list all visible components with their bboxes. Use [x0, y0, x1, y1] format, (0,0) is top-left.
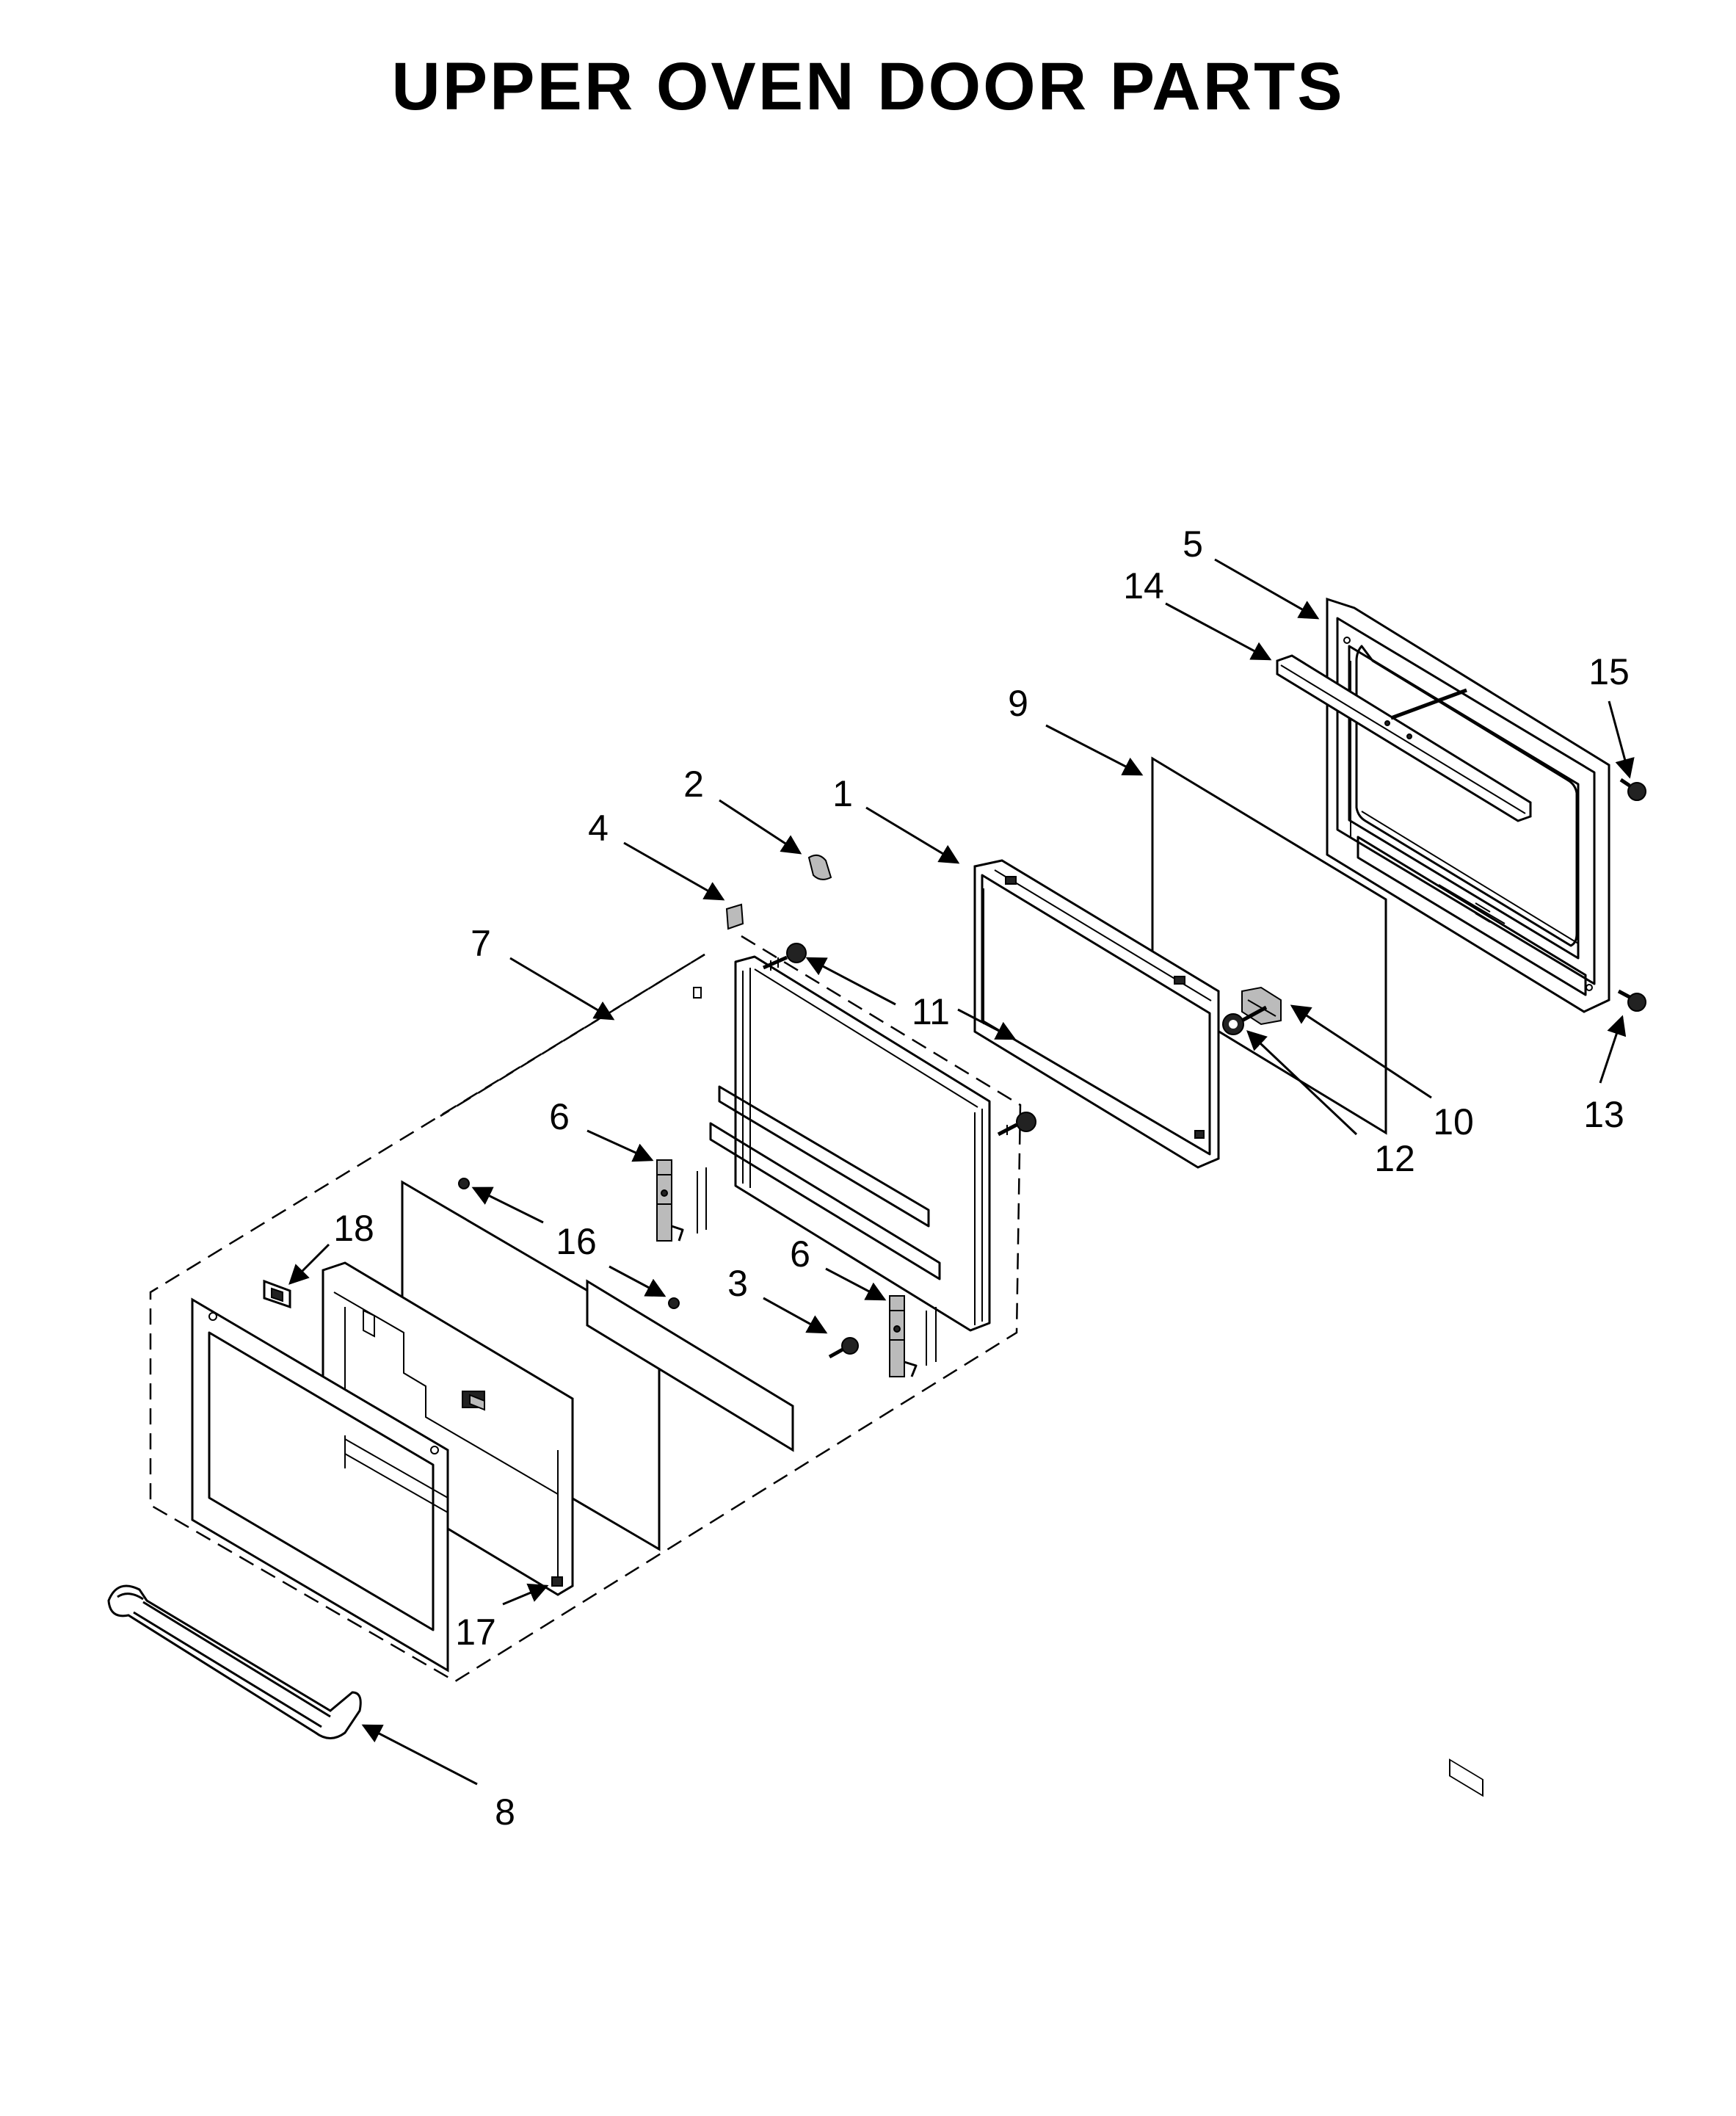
screw-11-upper	[762, 943, 807, 971]
door-handle	[107, 1584, 362, 1739]
callout-15: 15	[1588, 651, 1630, 692]
callout-2: 2	[683, 764, 704, 805]
callout-16: 16	[556, 1221, 597, 1262]
spacer-16-a	[458, 1178, 470, 1189]
callout-3: 3	[727, 1263, 748, 1304]
screw-13	[1617, 989, 1646, 1012]
callout-6-lower: 6	[790, 1233, 810, 1275]
callout-17: 17	[455, 1612, 496, 1653]
callout-6-upper: 6	[549, 1096, 570, 1137]
callout-4: 4	[588, 808, 609, 849]
clip-17	[551, 1576, 563, 1587]
callout-10: 10	[1433, 1101, 1474, 1142]
badge-18	[263, 1279, 291, 1309]
callout-9: 9	[1008, 683, 1028, 724]
callout-13: 13	[1583, 1094, 1624, 1135]
callout-5: 5	[1183, 523, 1203, 565]
door-rail	[1276, 654, 1532, 822]
callout-11: 11	[912, 991, 950, 1032]
clip-2	[807, 854, 832, 880]
callout-14: 14	[1123, 565, 1164, 606]
glass-panel	[1151, 756, 1387, 1135]
outer-door-frame	[1326, 597, 1610, 1797]
clip-4	[725, 903, 744, 930]
leader-lines	[288, 558, 1635, 1786]
page-title: UPPER OVEN DOOR PARTS	[391, 49, 1345, 124]
hinge-upper	[656, 1159, 707, 1242]
spacer-16-b	[668, 1297, 680, 1309]
callout-7: 7	[471, 923, 491, 964]
screw-3	[828, 1337, 859, 1359]
callout-1: 1	[832, 773, 853, 814]
door-assembly-outline	[149, 935, 1022, 1683]
screw-12	[1222, 1005, 1268, 1035]
door-skeleton	[693, 955, 991, 1332]
screw-11-lower	[997, 1112, 1036, 1137]
hinge-lower	[889, 1295, 937, 1377]
front-door-panel	[191, 1297, 449, 1673]
callout-labels: 1 2 3 4 5 6 6 7 8 9 10 11 12 13 14 15 16…	[333, 523, 1630, 1833]
callout-8: 8	[495, 1791, 515, 1833]
callout-18: 18	[333, 1208, 374, 1249]
reflector-strip	[586, 1279, 794, 1452]
callout-12: 12	[1374, 1138, 1415, 1179]
inner-door-frame	[973, 859, 1220, 1169]
screw-15	[1619, 778, 1646, 801]
